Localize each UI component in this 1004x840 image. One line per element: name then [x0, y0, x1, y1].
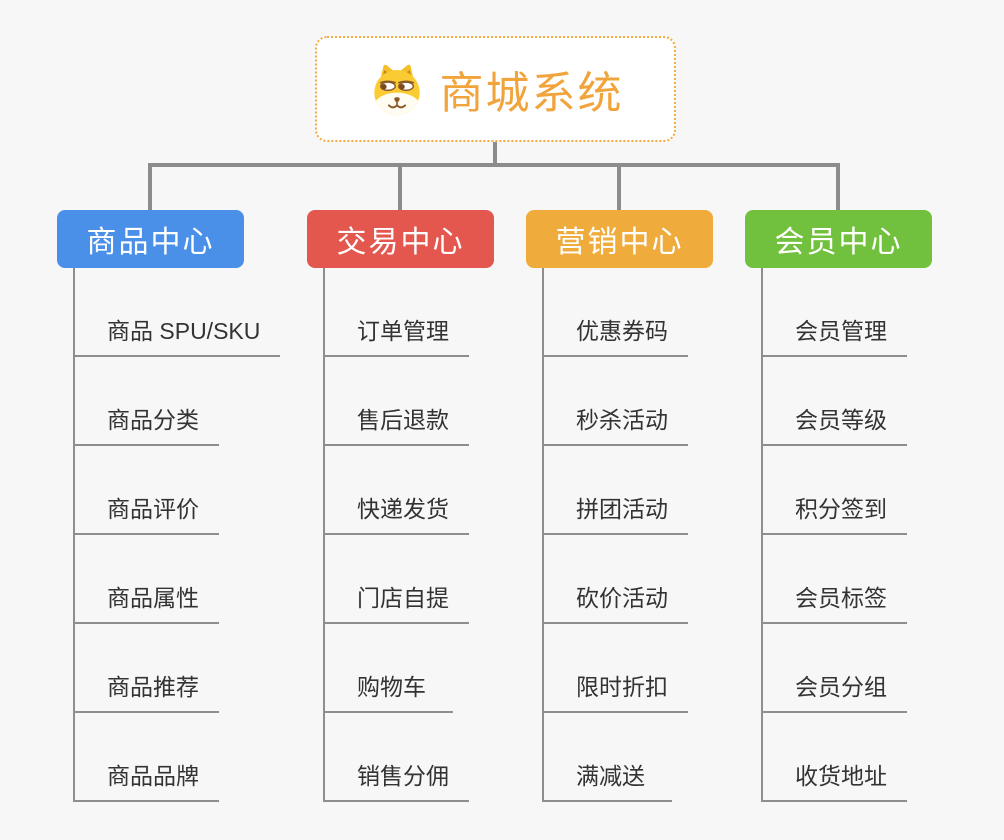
leaf-node[interactable]: 商品属性 — [73, 535, 219, 624]
leaf-label: 拼团活动 — [576, 496, 668, 522]
leaf-node[interactable]: 会员分组 — [761, 624, 907, 713]
leaf-label: 会员等级 — [795, 407, 887, 433]
leaf-node[interactable]: 快递发货 — [323, 446, 469, 535]
connector-root-stem — [493, 141, 497, 167]
leaf-label: 会员分组 — [795, 674, 887, 700]
leaf-node[interactable]: 商品 SPU/SKU — [73, 268, 281, 357]
leaf-label: 门店自提 — [357, 585, 449, 611]
leaf-label: 快递发货 — [357, 496, 449, 522]
leaf-label: 积分签到 — [795, 496, 887, 522]
leaf-label: 优惠券码 — [576, 318, 668, 344]
leaf-label: 商品评价 — [107, 496, 199, 522]
connector-spine — [542, 268, 544, 802]
leaf-label: 会员标签 — [795, 585, 887, 611]
connector-spine — [761, 268, 763, 802]
leaf-label: 秒杀活动 — [576, 407, 668, 433]
leaf-label: 砍价活动 — [576, 585, 668, 611]
leaf-label: 购物车 — [357, 674, 426, 700]
leaf-node[interactable]: 商品推荐 — [73, 624, 219, 713]
branch-node-trade-center[interactable]: 交易中心 — [307, 210, 494, 268]
leaf-label: 销售分佣 — [357, 763, 449, 789]
leaf-node[interactable]: 收货地址 — [761, 713, 907, 802]
root-title: 商城系统 — [439, 69, 624, 118]
branch-label: 交易中心 — [336, 226, 465, 259]
leaf-node[interactable]: 销售分佣 — [323, 713, 469, 802]
leaf-node[interactable]: 会员等级 — [761, 357, 907, 446]
branch-children-member-center: 会员管理 会员等级 积分签到 会员标签 会员分组 收货地址 — [761, 268, 991, 802]
connector-branch-stem-4 — [836, 163, 840, 210]
branch-node-marketing-center[interactable]: 营销中心 — [526, 210, 713, 268]
leaf-label: 订单管理 — [357, 318, 449, 344]
leaf-node[interactable]: 秒杀活动 — [542, 357, 688, 446]
leaf-node[interactable]: 会员标签 — [761, 535, 907, 624]
leaf-label: 商品推荐 — [107, 674, 199, 700]
leaf-label: 会员管理 — [795, 318, 887, 344]
dog-face-icon — [373, 64, 420, 116]
branch-node-member-center[interactable]: 会员中心 — [745, 210, 932, 268]
leaf-node[interactable]: 售后退款 — [323, 357, 469, 446]
connector-branch-stem-2 — [398, 163, 402, 210]
leaf-node[interactable]: 商品分类 — [73, 357, 219, 446]
branch-children-marketing-center: 优惠券码 秒杀活动 拼团活动 砍价活动 限时折扣 满减送 — [542, 268, 772, 802]
leaf-node[interactable]: 满减送 — [542, 713, 672, 802]
leaf-node[interactable]: 优惠券码 — [542, 268, 688, 357]
leaf-label: 商品 SPU/SKU — [107, 318, 261, 344]
leaf-node[interactable]: 限时折扣 — [542, 624, 688, 713]
leaf-node[interactable]: 会员管理 — [761, 268, 907, 357]
leaf-label: 收货地址 — [795, 763, 887, 789]
leaf-node[interactable]: 商品评价 — [73, 446, 219, 535]
connector-horizontal-rail — [148, 163, 840, 167]
branch-label: 会员中心 — [774, 226, 903, 259]
leaf-node[interactable]: 订单管理 — [323, 268, 469, 357]
leaf-label: 商品分类 — [107, 407, 199, 433]
connector-spine — [323, 268, 325, 802]
branch-node-product-center[interactable]: 商品中心 — [57, 210, 244, 268]
branch-label: 营销中心 — [555, 226, 684, 259]
leaf-label: 商品品牌 — [107, 763, 199, 789]
leaf-node[interactable]: 购物车 — [323, 624, 453, 713]
leaf-node[interactable]: 门店自提 — [323, 535, 469, 624]
leaf-label: 商品属性 — [107, 585, 199, 611]
connector-branch-stem-1 — [148, 163, 152, 210]
leaf-node[interactable]: 砍价活动 — [542, 535, 688, 624]
leaf-label: 满减送 — [576, 763, 645, 789]
leaf-label: 限时折扣 — [576, 674, 668, 700]
leaf-node[interactable]: 积分签到 — [761, 446, 907, 535]
connector-spine — [73, 268, 75, 802]
root-node[interactable]: 商城系统 — [315, 36, 676, 142]
leaf-label: 售后退款 — [357, 407, 449, 433]
branch-label: 商品中心 — [86, 226, 215, 259]
leaf-node[interactable]: 商品品牌 — [73, 713, 219, 802]
connector-branch-stem-3 — [617, 163, 621, 210]
branch-children-product-center: 商品 SPU/SKU 商品分类 商品评价 商品属性 商品推荐 商品品牌 — [73, 268, 303, 802]
leaf-node[interactable]: 拼团活动 — [542, 446, 688, 535]
branch-children-trade-center: 订单管理 售后退款 快递发货 门店自提 购物车 销售分佣 — [323, 268, 553, 802]
